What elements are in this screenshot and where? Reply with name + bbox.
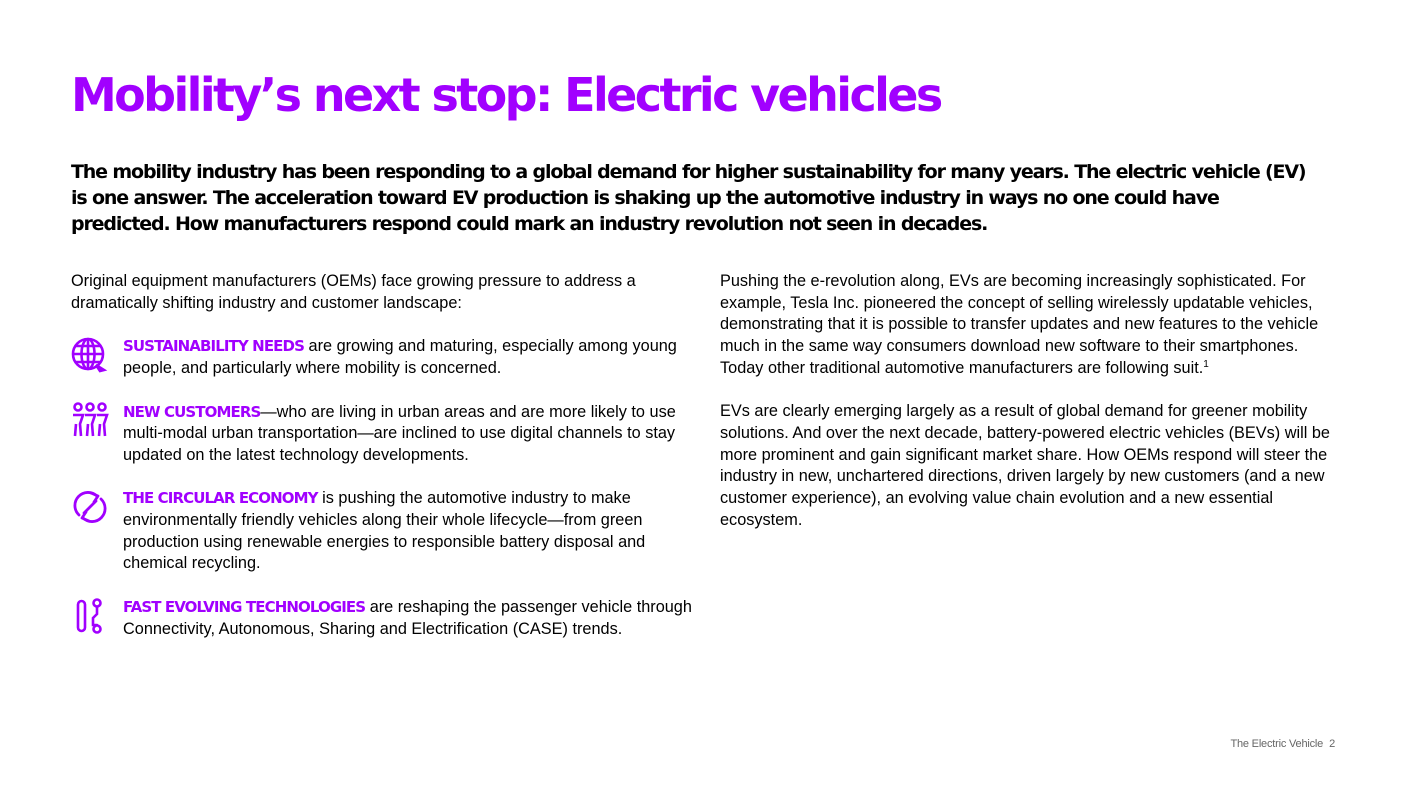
bullet-list: SUSTAINABILITY NEEDS are growing and mat… [71, 336, 696, 640]
bullet-keyword: THE CIRCULAR ECONOMY [123, 489, 319, 508]
footnote-marker: 1 [1203, 358, 1209, 370]
footer-document-title: The Electric Vehicle [1230, 738, 1324, 750]
recycle-arrows-icon [71, 488, 109, 526]
page-title: Mobility’s next stop: Electric vehicles [71, 68, 943, 122]
body-paragraph: EVs are clearly emerging largely as a re… [720, 402, 1330, 529]
bullet-text: are growing and maturing, especially amo… [123, 337, 677, 378]
right-column: Pushing the e-revolution along, EVs are … [720, 271, 1330, 531]
list-item: SUSTAINABILITY NEEDS are growing and mat… [71, 336, 696, 379]
list-item: FAST EVOLVING TECHNOLOGIES are reshaping… [71, 597, 696, 640]
page-number: 2 [1329, 738, 1335, 750]
left-column: Original equipment manufacturers (OEMs) … [71, 271, 696, 662]
paragraph-text: Pushing the e-revolution along, EVs are … [720, 272, 1319, 377]
bullet-text: are reshaping the passenger vehicle thro… [123, 597, 692, 638]
list-item: NEW CUSTOMERS—who are living in urban ar… [71, 401, 696, 467]
page-footer: The Electric Vehicle 2 [1230, 738, 1335, 750]
bullet-keyword: FAST EVOLVING TECHNOLOGIES [123, 597, 366, 616]
body-paragraph: Pushing the e-revolution along, EVs are … [720, 271, 1330, 380]
circuit-icon [71, 597, 109, 635]
globe-icon [71, 336, 109, 374]
list-item: THE CIRCULAR ECONOMY is pushing the auto… [71, 488, 696, 575]
intro-paragraph: Original equipment manufacturers (OEMs) … [71, 272, 636, 312]
bullet-keyword: SUSTAINABILITY NEEDS [123, 337, 305, 356]
people-icon [71, 401, 109, 440]
bullet-keyword: NEW CUSTOMERS [123, 402, 261, 421]
lead-paragraph: The mobility industry has been respondin… [71, 161, 1307, 235]
bullet-text: is pushing the automotive industry to ma… [123, 489, 646, 573]
bullet-text: —who are living in urban areas and are m… [123, 402, 676, 464]
